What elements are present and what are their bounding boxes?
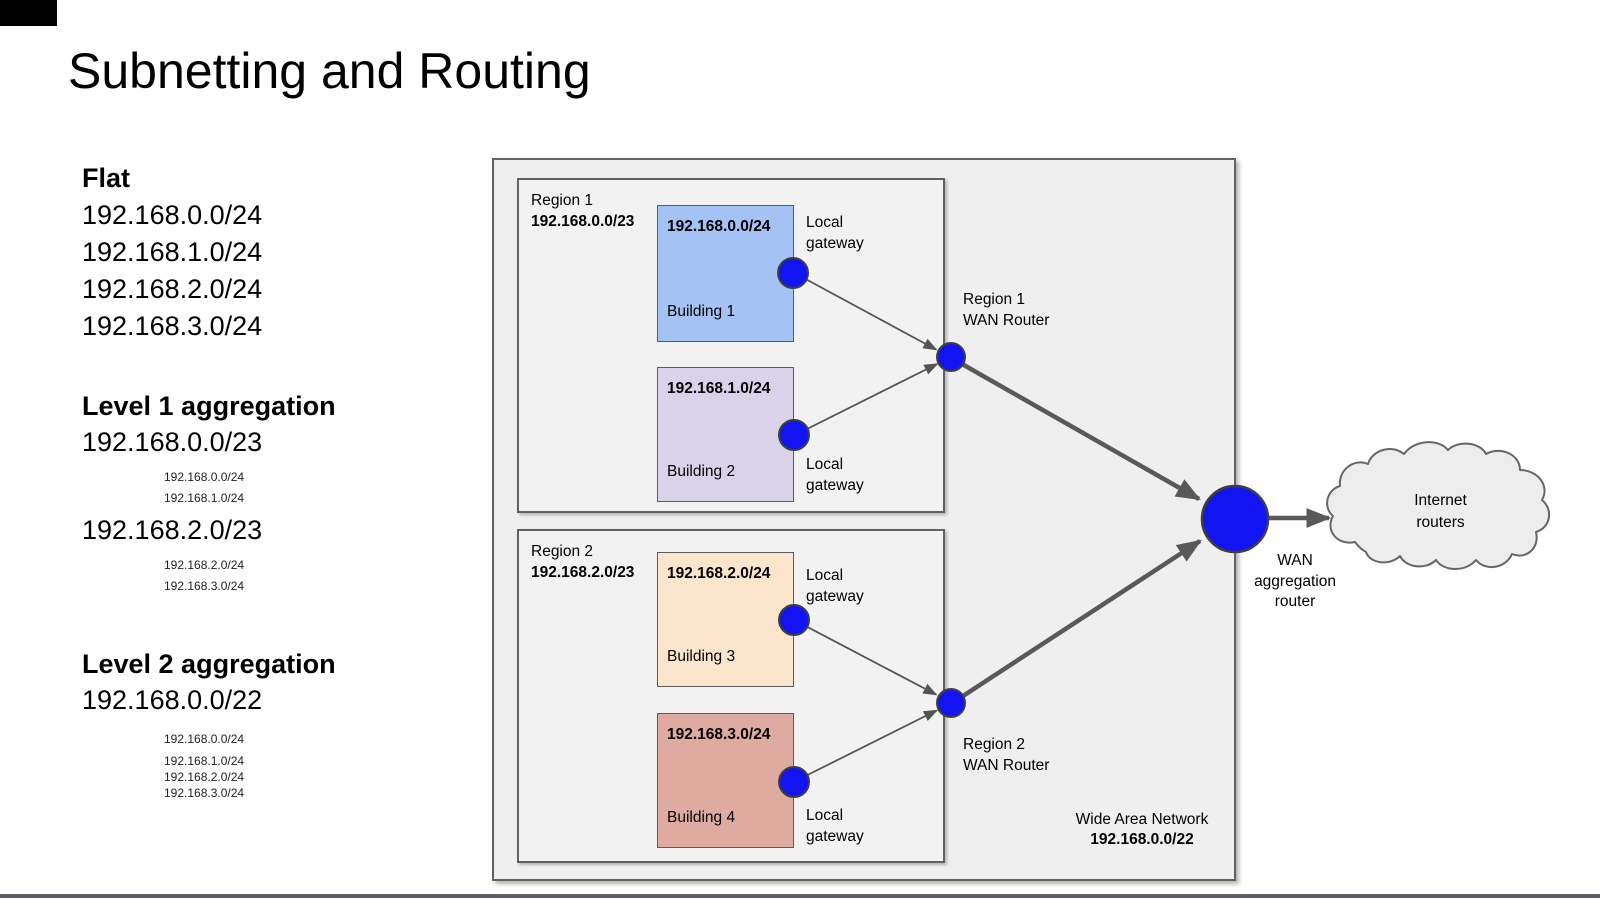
- flat-subnet: 192.168.1.0/24: [82, 237, 263, 267]
- building-1-name: Building 1: [667, 303, 736, 320]
- level2-heading: Level 2 aggregation: [82, 649, 336, 679]
- link-gateway1-router1: [806, 278, 938, 351]
- wan-aggregation-router-node: [1200, 484, 1270, 554]
- region-2-wan-router-label: Region 2 WAN Router: [963, 734, 1083, 776]
- level1-aggregation-list: Level 1 aggregation 192.168.0.0/23 192.1…: [82, 388, 336, 597]
- link-gateway4-router2: [806, 709, 939, 777]
- flat-subnet: 192.168.3.0/24: [82, 311, 263, 341]
- region-2-wan-router-label-line2: WAN Router: [963, 757, 1050, 774]
- local-gateway-4-node: [778, 766, 810, 798]
- region-1-wan-router-node: [936, 342, 966, 372]
- region-2-cidr: 192.168.2.0/23: [531, 564, 635, 581]
- wide-area-network-name: Wide Area Network: [1075, 811, 1209, 828]
- level2-member: 192.168.3.0/24: [164, 786, 245, 800]
- region-1-cidr: 192.168.0.0/23: [531, 213, 635, 230]
- level1-aggregate: 192.168.0.0/23: [82, 427, 263, 457]
- region-2-label: Region 2 192.168.2.0/23: [531, 541, 634, 583]
- building-4-name: Building 4: [667, 809, 736, 826]
- building-3-name: Building 3: [667, 648, 736, 665]
- link-gateway3-router2: [806, 625, 938, 696]
- region-1-name: Region 1: [531, 192, 594, 209]
- level1-member: 192.168.1.0/24: [164, 491, 245, 505]
- region-1-label: Region 1 192.168.0.0/23: [531, 190, 634, 232]
- region-1-wan-router-label: Region 1 WAN Router: [963, 289, 1083, 331]
- region-1-wan-router-label-line2: WAN Router: [963, 312, 1050, 329]
- internet-routers-label: Internet routers: [1414, 492, 1467, 531]
- local-gateway-2-node: [778, 419, 810, 451]
- footer-bar: [0, 894, 1600, 898]
- flat-heading: Flat: [82, 163, 131, 193]
- level2-member: 192.168.1.0/24: [164, 754, 245, 768]
- building-2-box: 192.168.1.0/24 Building 2: [657, 367, 794, 502]
- local-gateway-1-label: Local gateway: [806, 214, 864, 252]
- level2-member: 192.168.2.0/24: [164, 770, 245, 784]
- flat-subnet: 192.168.2.0/24: [82, 274, 263, 304]
- level1-member: 192.168.0.0/24: [164, 470, 245, 484]
- level1-member: 192.168.2.0/24: [164, 558, 245, 572]
- level1-member: 192.168.3.0/24: [164, 579, 245, 593]
- region-1-wan-router-label-line1: Region 1: [963, 291, 1026, 308]
- building-1-box: 192.168.0.0/24 Building 1: [657, 205, 794, 342]
- internet-cloud-shape: [1326, 441, 1551, 570]
- flat-subnet-list: Flat 192.168.0.0/24 192.168.1.0/24 192.1…: [82, 160, 262, 345]
- link-gateway2-router1: [806, 363, 939, 430]
- building-2-name: Building 2: [667, 463, 736, 480]
- building-3-cidr: 192.168.2.0/24: [667, 565, 771, 582]
- building-2-cidr: 192.168.1.0/24: [667, 380, 771, 397]
- local-gateway-2-label: Local gateway: [806, 456, 864, 494]
- local-gateway-3-node: [778, 604, 810, 636]
- flat-subnet: 192.168.0.0/24: [82, 200, 263, 230]
- building-1-cidr: 192.168.0.0/24: [667, 218, 771, 235]
- wan-aggregation-router-label: WAN aggregation router: [1254, 552, 1336, 610]
- building-4-box: 192.168.3.0/24 Building 4: [657, 713, 794, 848]
- local-gateway-3-label: Local gateway: [806, 567, 864, 605]
- local-gateway-1-node: [777, 257, 809, 289]
- level2-aggregate: 192.168.0.0/22: [82, 685, 263, 715]
- level1-aggregate: 192.168.2.0/23: [82, 515, 263, 545]
- local-gateway-4-label: Local gateway: [806, 807, 864, 845]
- level1-heading: Level 1 aggregation: [82, 391, 336, 421]
- building-4-cidr: 192.168.3.0/24: [667, 726, 771, 743]
- region-2-wan-router-label-line1: Region 2: [963, 736, 1026, 753]
- level2-member: 192.168.0.0/24: [164, 732, 245, 746]
- wide-area-network-cidr: 192.168.0.0/22: [1090, 831, 1194, 848]
- building-3-box: 192.168.2.0/24 Building 3: [657, 552, 794, 687]
- link-router1-aggregation: [960, 362, 1201, 501]
- page-title: Subnetting and Routing: [68, 43, 591, 99]
- region-2-wan-router-node: [936, 688, 966, 718]
- link-router2-aggregation: [961, 539, 1202, 698]
- region-2-name: Region 2: [531, 543, 594, 560]
- wide-area-network-label: Wide Area Network 192.168.0.0/22: [1042, 810, 1242, 850]
- top-left-black-mark: [0, 0, 57, 26]
- level2-aggregation-list: Level 2 aggregation 192.168.0.0/22 192.1…: [82, 646, 336, 801]
